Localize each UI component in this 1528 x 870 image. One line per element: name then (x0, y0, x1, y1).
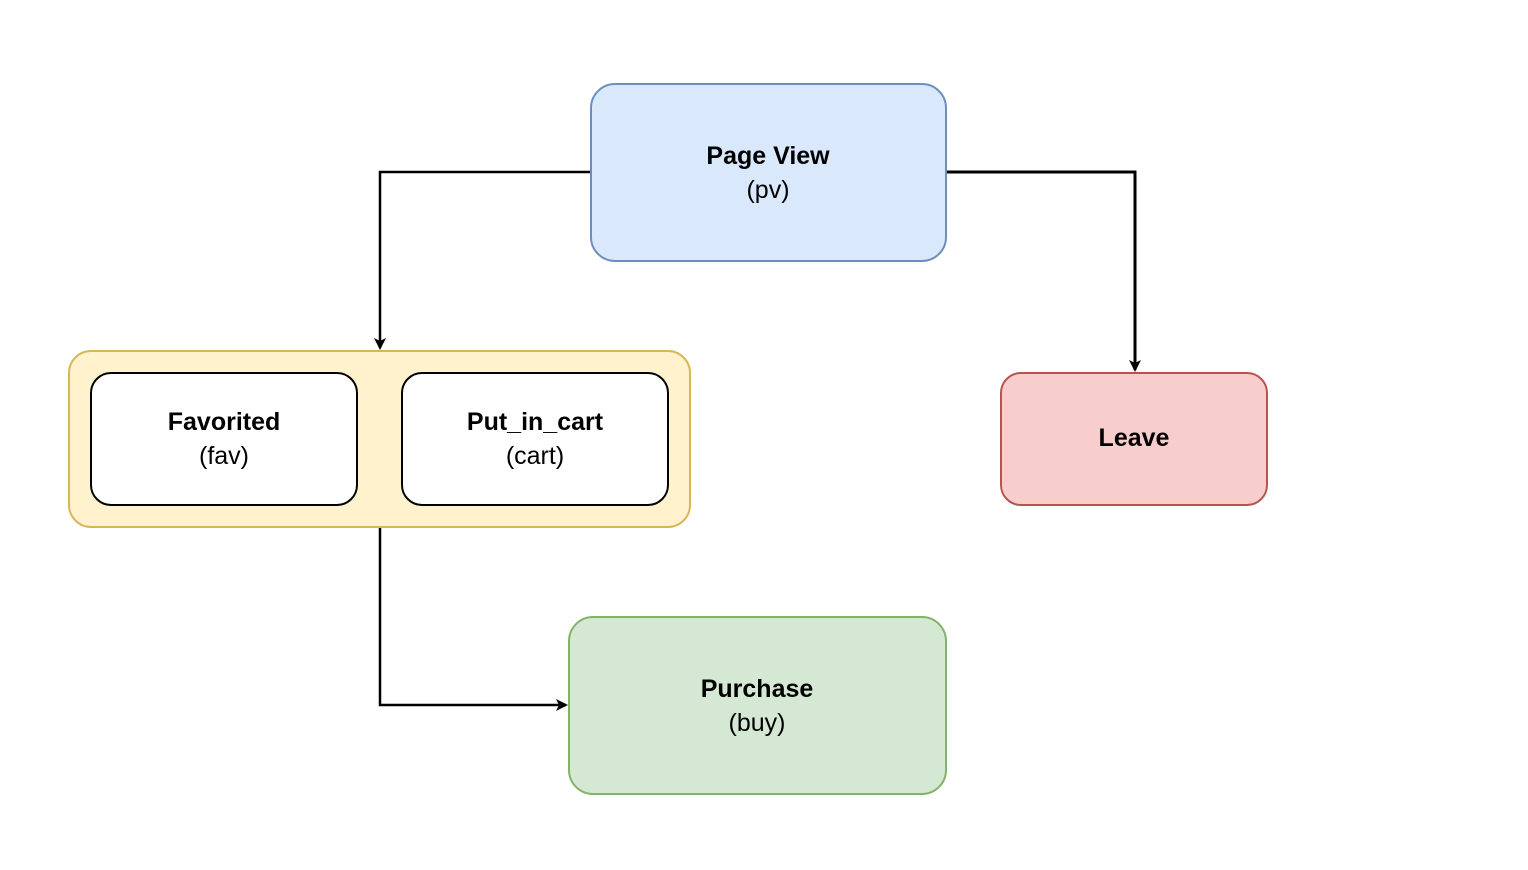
node-leave[interactable]: Leave (1000, 372, 1268, 506)
node-purchase[interactable]: Purchase (buy) (568, 616, 947, 795)
put-in-cart-title: Put_in_cart (467, 408, 604, 436)
node-favorited[interactable]: Favorited (fav) (90, 372, 358, 506)
leave-title: Leave (1099, 424, 1170, 452)
page-view-title: Page View (706, 142, 830, 170)
node-page-view[interactable]: Page View (pv) (590, 83, 947, 262)
favorited-title: Favorited (168, 408, 281, 436)
edge-group-to-purchase (378, 528, 568, 711)
purchase-title: Purchase (701, 675, 814, 703)
edge-pageview-to-group (374, 170, 591, 350)
purchase-subtitle: (buy) (729, 709, 786, 737)
put-in-cart-box (401, 372, 669, 506)
page-view-box (590, 83, 947, 262)
put-in-cart-subtitle: (cart) (506, 442, 564, 470)
page-view-subtitle: (pv) (746, 176, 789, 204)
leave-box (1000, 372, 1268, 506)
node-engagement-group[interactable]: Favorited (fav) Put_in_cart (cart) (68, 350, 691, 528)
favorited-subtitle: (fav) (199, 442, 249, 470)
edge-pageview-to-leave (946, 170, 1141, 372)
favorited-box (90, 372, 358, 506)
node-put-in-cart[interactable]: Put_in_cart (cart) (401, 372, 669, 506)
purchase-box (568, 616, 947, 795)
